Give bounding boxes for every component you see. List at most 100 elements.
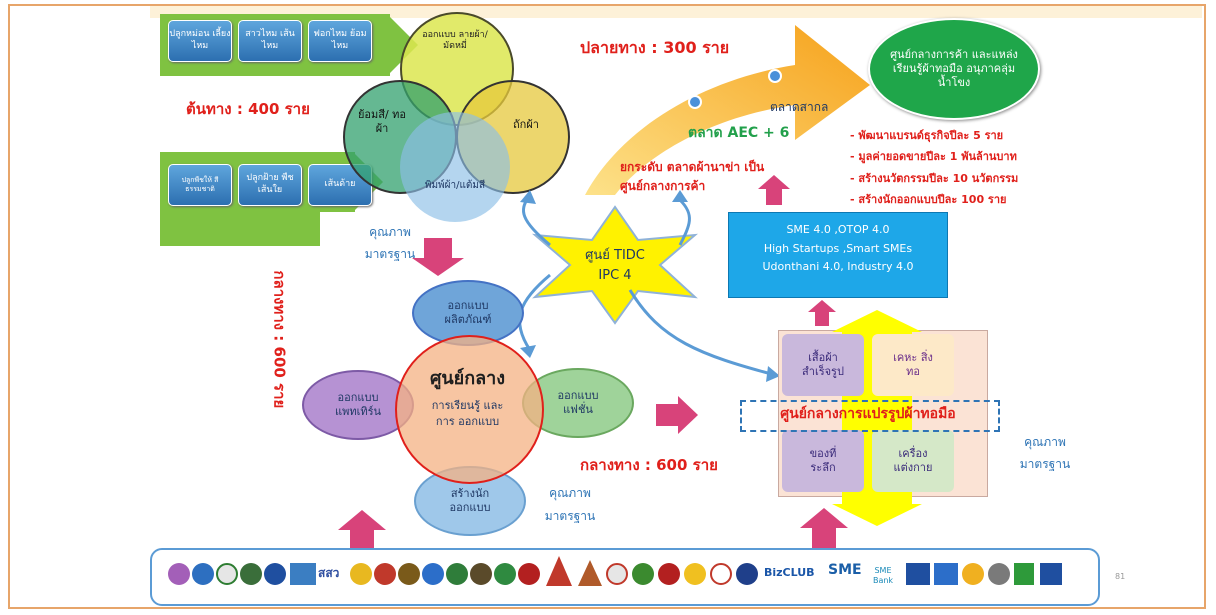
venn-top-label: ออกแบบ ลายผ้า/มัดหมี่ <box>422 30 488 52</box>
page-number: 81 <box>1115 572 1126 581</box>
targets-list: - พัฒนาแบรนด์ธุรกิจปีละ 5 ราย - มูลค่ายอ… <box>850 125 1018 211</box>
trade-center-text: ศูนย์กลางการค้า และแหล่งเรียนรู้ผ้าทอมือ… <box>890 47 1018 90</box>
pink-up-arrowhead-3 <box>338 510 386 530</box>
start-label: ต้นทาง : 400 ราย <box>186 100 310 118</box>
venn-left-label: ย้อมสี/ ทอผ้า <box>357 108 407 135</box>
quality-label-left: คุณภาพ มาตรฐาน <box>364 225 416 261</box>
market-aec: ตลาด AEC + 6 <box>688 125 790 141</box>
logo-icon <box>290 563 316 585</box>
logo-icon <box>264 563 286 585</box>
quality-label-bottom: คุณภาพ มาตรฐาน <box>544 486 596 523</box>
logo-icon <box>906 563 930 585</box>
quality-label-right: คุณภาพ มาตรฐาน <box>1019 435 1071 471</box>
middle-label: กลางทาง : 600 ราย <box>580 456 718 474</box>
logo-icon <box>350 563 372 585</box>
target-item: - สร้างนวัตกรรมปีละ 10 นวัตกรรม <box>850 171 1019 185</box>
logo-icon <box>736 563 758 585</box>
petal-left: ออกแบบ แพทเทิร์น <box>302 370 414 440</box>
sme-line: SME 4.0 ,OTOP 4.0 <box>786 223 890 236</box>
box-mulberry: ปลูกหม่อน เลี้ยงไหม <box>168 20 232 62</box>
market-international: ตลาดสากล <box>770 100 829 114</box>
lower-green-arrow <box>160 212 320 246</box>
logo-icon <box>470 563 492 585</box>
processing-center-box <box>740 400 1000 432</box>
logo-icon <box>606 563 628 585</box>
pink-right-arrow <box>656 404 678 426</box>
logo-icon <box>518 563 540 585</box>
logo-icon <box>494 563 516 585</box>
box-silk-dyeing: ฟอกไหม ย้อมไหม <box>308 20 372 62</box>
logo-icon <box>632 563 654 585</box>
pink-down-arrow <box>424 238 452 258</box>
logo-icon <box>658 563 680 585</box>
end-label: ปลายทาง : 300 ราย <box>580 38 730 57</box>
logo-icon <box>684 563 706 585</box>
sme-line: Udonthani 4.0, Industry 4.0 <box>762 260 914 274</box>
box-natural-dye-plants: ปลูกพืชให้ สีธรรมชาติ <box>168 164 232 206</box>
logo-icon <box>988 563 1010 585</box>
logo-icon <box>216 563 238 585</box>
petal-right-text: ออกแบบ แฟชั่น <box>557 388 599 416</box>
product-garments-text: เสื้อผ้า สำเร็จรูป <box>802 350 844 378</box>
petal-top: ออกแบบ ผลิตภัณฑ์ <box>412 280 524 346</box>
logo-lao-text: สสว <box>318 566 340 580</box>
petal-top-text: ออกแบบ ผลิตภัณฑ์ <box>444 298 492 326</box>
pink-right-arrowhead <box>678 396 698 434</box>
product-souvenirs-text: ของที่ ระลึก <box>809 446 837 474</box>
sme-line: High Startups ,Smart SMEs <box>763 241 913 255</box>
logo-icon <box>1014 563 1034 585</box>
star-line-1: ศูนย์ TIDC <box>585 248 645 263</box>
product-accessories: เครื่อง แต่งกาย <box>872 430 954 492</box>
logo-bizclub-text: BizCLUB <box>764 566 815 579</box>
logo-icon <box>710 563 732 585</box>
yellow-arrow-bottom <box>832 504 922 526</box>
learning-center-sub: การเรียนรู้ และ การ ออกแบบ <box>431 399 504 428</box>
pink-up-arrowhead-1 <box>758 175 790 189</box>
pink-up-arrowhead-2 <box>808 300 836 312</box>
middle-label-vertical: กลางทาง : 600 ราย <box>270 270 289 409</box>
market-upgrade: ยกระดับ ตลาดผ้านาข่า เป็น ศูนย์กลางการค้… <box>620 160 765 194</box>
target-item: - พัฒนาแบรนด์ธุรกิจปีละ 5 ราย <box>850 129 1004 142</box>
sme-box: SME 4.0 ,OTOP 4.0 High Startups ,Smart S… <box>728 212 948 298</box>
logo-smebank-text: SME Bank <box>872 566 894 585</box>
petal-bottom-text: สร้างนัก ออกแบบ <box>449 486 491 514</box>
petal-left-text: ออกแบบ แพทเทิร์น <box>334 390 382 418</box>
pink-up-arrowhead-4 <box>800 508 848 528</box>
pink-up-arrow-3 <box>350 530 374 550</box>
trade-center-oval: ศูนย์กลางการค้า และแหล่งเรียนรู้ผ้าทอมือ… <box>868 18 1040 120</box>
venn-bottom-circle <box>400 112 510 222</box>
star-connectors <box>518 190 780 382</box>
big-yellow-arrow <box>585 25 870 195</box>
logo-icon <box>374 563 396 585</box>
box-silk-reeling: สาวไหม เส้นไหม <box>238 20 302 62</box>
target-item: - สร้างนักออกแบบปีละ 100 ราย <box>850 193 1007 207</box>
logo-icon <box>168 563 190 585</box>
pink-up-arrow-1 <box>766 189 782 205</box>
top-accent-bar <box>150 6 1202 18</box>
logo-icon <box>962 563 984 585</box>
logo-sme-text: SME <box>828 562 862 578</box>
box-cotton: ปลูกฝ้าย พืชเส้นใย <box>238 164 302 206</box>
venn-bottom-label: พิมพ์ผ้า/แต้มสี <box>424 180 486 191</box>
product-home-textiles: เคหะ สิ่งทอ <box>872 334 954 396</box>
learning-center-title: ศูนย์กลาง <box>429 368 506 389</box>
product-souvenirs: ของที่ ระลึก <box>782 430 864 492</box>
logo-icon <box>192 563 214 585</box>
slide-frame <box>8 4 1206 609</box>
logo-icon <box>934 563 958 585</box>
logo-icon <box>446 563 468 585</box>
logo-icon <box>1040 563 1062 585</box>
logo-icon <box>240 563 262 585</box>
product-garments: เสื้อผ้า สำเร็จรูป <box>782 334 864 396</box>
venn-right-label: ถักผ้า <box>513 118 539 131</box>
product-home-textiles-text: เคหะ สิ่งทอ <box>893 350 933 378</box>
yellow-arrow-top <box>832 310 922 332</box>
tidc-star <box>531 205 699 325</box>
pink-up-arrow-4 <box>812 528 836 548</box>
box-yarn: เส้นด้าย <box>308 164 372 206</box>
logo-icon <box>398 563 420 585</box>
learning-center-circle <box>395 335 544 484</box>
target-item: - มูลค่ายอดขายปีละ 1 พันล้านบาท <box>850 150 1017 164</box>
product-accessories-text: เครื่อง แต่งกาย <box>893 446 933 474</box>
logo-icon <box>422 563 444 585</box>
